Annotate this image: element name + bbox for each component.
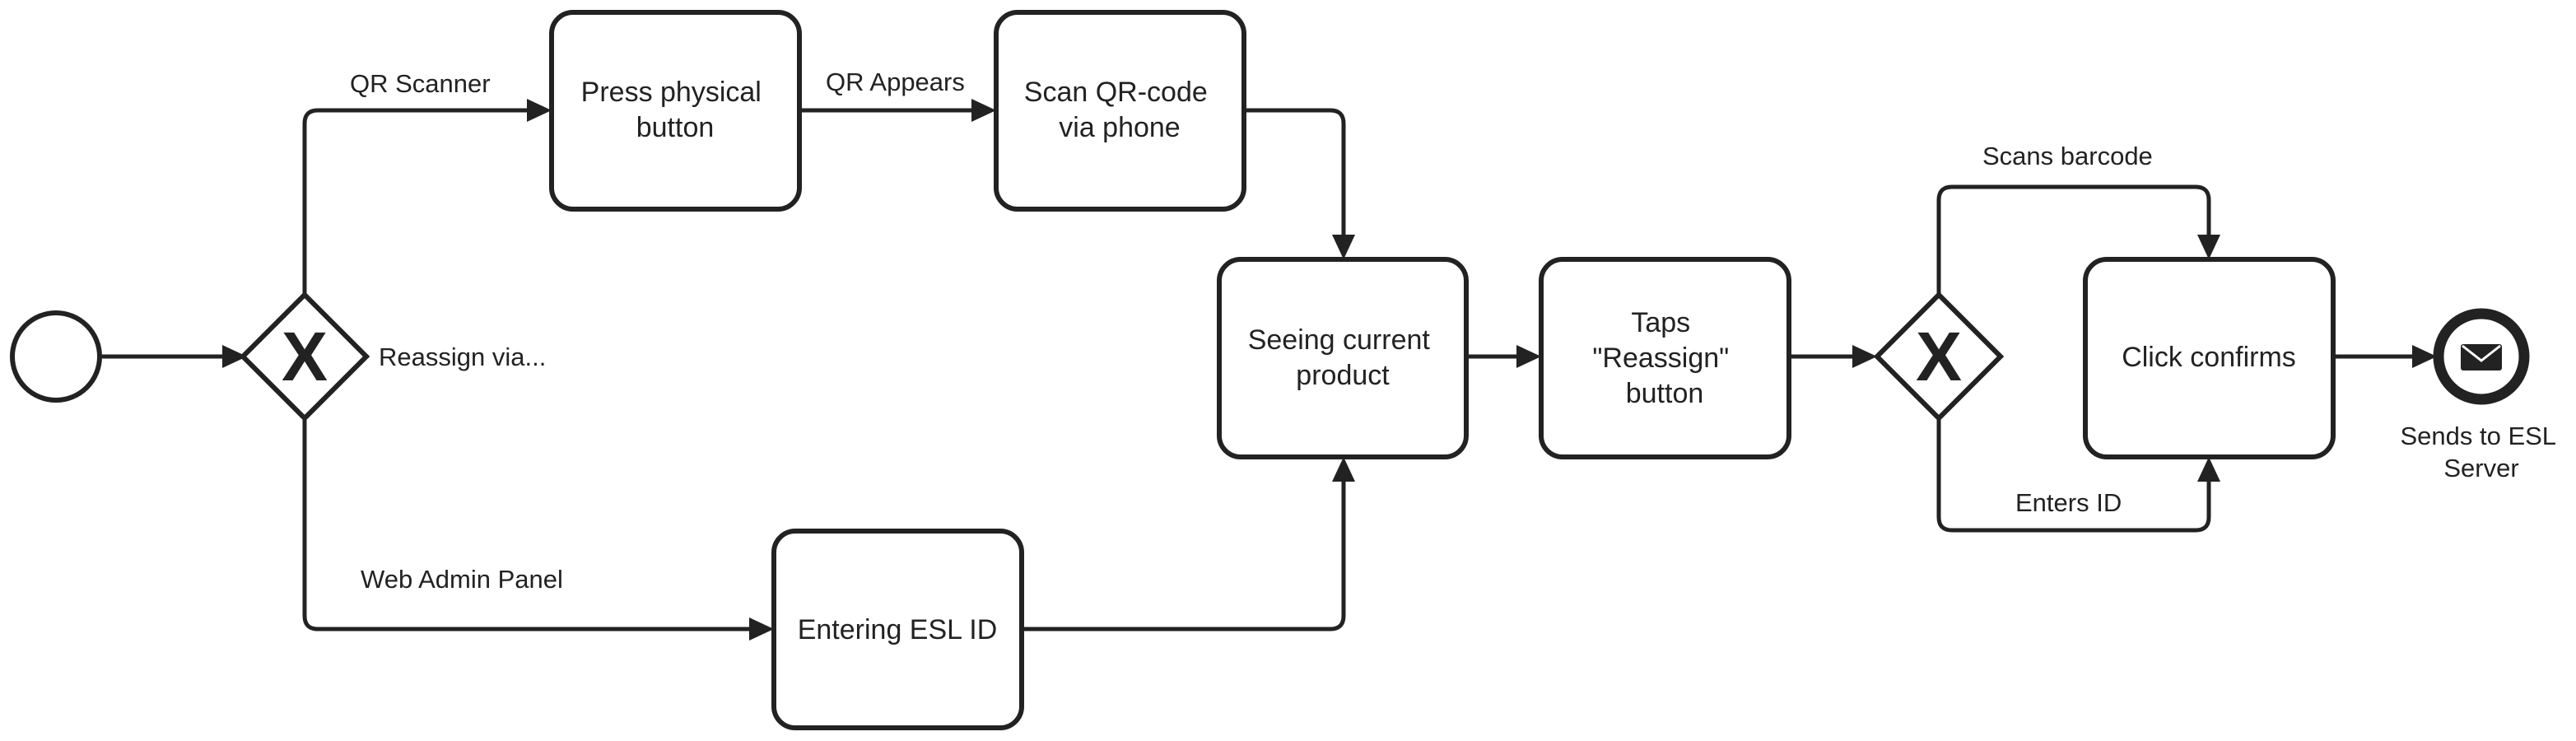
svg-text:Scan QR-code via phone: Scan QR-code via phone (1024, 77, 1215, 143)
task-label-line: via phone (1059, 112, 1180, 143)
end-event-label-line: Server (2443, 454, 2518, 482)
task-label-line: button (1626, 378, 1704, 409)
end-event-label-line: Sends to ESL (2400, 422, 2555, 450)
arrowhead (222, 345, 247, 368)
flow-label-enters-id: Enters ID (2015, 488, 2122, 517)
flow-label-qr-appears: QR Appears (826, 68, 965, 96)
flow-esl-to-seeing (1022, 473, 1346, 631)
flow-enters-id (1936, 420, 2211, 533)
task-label-line: product (1296, 360, 1390, 391)
task-label-line: "Reassign" (1592, 343, 1729, 374)
task-scan-qr-code[interactable]: Scan QR-code via phone (994, 10, 1246, 212)
flow-label-reassign-via: Reassign via... (379, 343, 546, 371)
task-taps-reassign-button[interactable]: Taps "Reassign" button (1539, 257, 1791, 459)
arrowhead (1332, 235, 1355, 259)
task-label-line: button (636, 112, 715, 143)
svg-text:Taps "Reassign" bu: Taps "Reassign" button (1592, 307, 1736, 409)
svg-text:Press physical button: Press physical button (581, 77, 770, 143)
task-label-line: Click confirms (2122, 342, 2296, 373)
start-event[interactable] (10, 310, 102, 403)
task-seeing-current-product[interactable]: Seeing current product (1217, 257, 1469, 459)
end-event-label: Sends to ESL Server (2400, 422, 2562, 482)
arrowhead (1852, 345, 1877, 368)
task-label-line: Scan QR-code (1024, 77, 1208, 108)
arrowhead (971, 99, 996, 122)
flow-web-admin-panel (302, 420, 757, 631)
task-label-line: Taps (1631, 307, 1690, 338)
task-label-line: Press physical (581, 77, 762, 108)
flow-scan-to-seeing (1244, 108, 1346, 243)
task-press-physical-button[interactable]: Press physical button (549, 10, 802, 212)
task-entering-esl-id[interactable]: Entering ESL ID (771, 529, 1024, 730)
task-label-line: Entering ESL ID (798, 614, 998, 645)
flow-scans-barcode (1936, 184, 2211, 295)
gateway-x-icon: X (1916, 318, 1962, 395)
svg-text:Seeing current product: Seeing current product (1248, 324, 1438, 391)
arrowhead (1332, 457, 1355, 482)
task-click-confirms[interactable]: Click confirms (2083, 257, 2336, 459)
gateway-x-icon: X (282, 318, 328, 395)
svg-text:Entering ESL ID: Entering ESL ID (798, 614, 998, 645)
exclusive-gateway-id-method[interactable]: X (1873, 291, 2005, 422)
exclusive-gateway-reassign[interactable]: X (239, 291, 370, 422)
arrowhead (1516, 345, 1541, 368)
end-event[interactable] (2433, 308, 2530, 405)
arrowhead (2197, 457, 2220, 482)
flow-label-qr-scanner: QR Scanner (350, 69, 491, 98)
task-label-line: Seeing current (1248, 324, 1431, 356)
svg-text:Click confirms: Click confirms (2122, 342, 2296, 373)
flow-qr-scanner (302, 108, 535, 295)
envelope-icon (2461, 344, 2502, 370)
arrowhead (749, 618, 774, 641)
arrowhead (2412, 345, 2437, 368)
arrowhead (527, 99, 552, 122)
arrowhead (2197, 235, 2220, 259)
flow-label-web-admin-panel: Web Admin Panel (361, 565, 563, 594)
flow-label-scans-barcode: Scans barcode (1982, 142, 2153, 170)
